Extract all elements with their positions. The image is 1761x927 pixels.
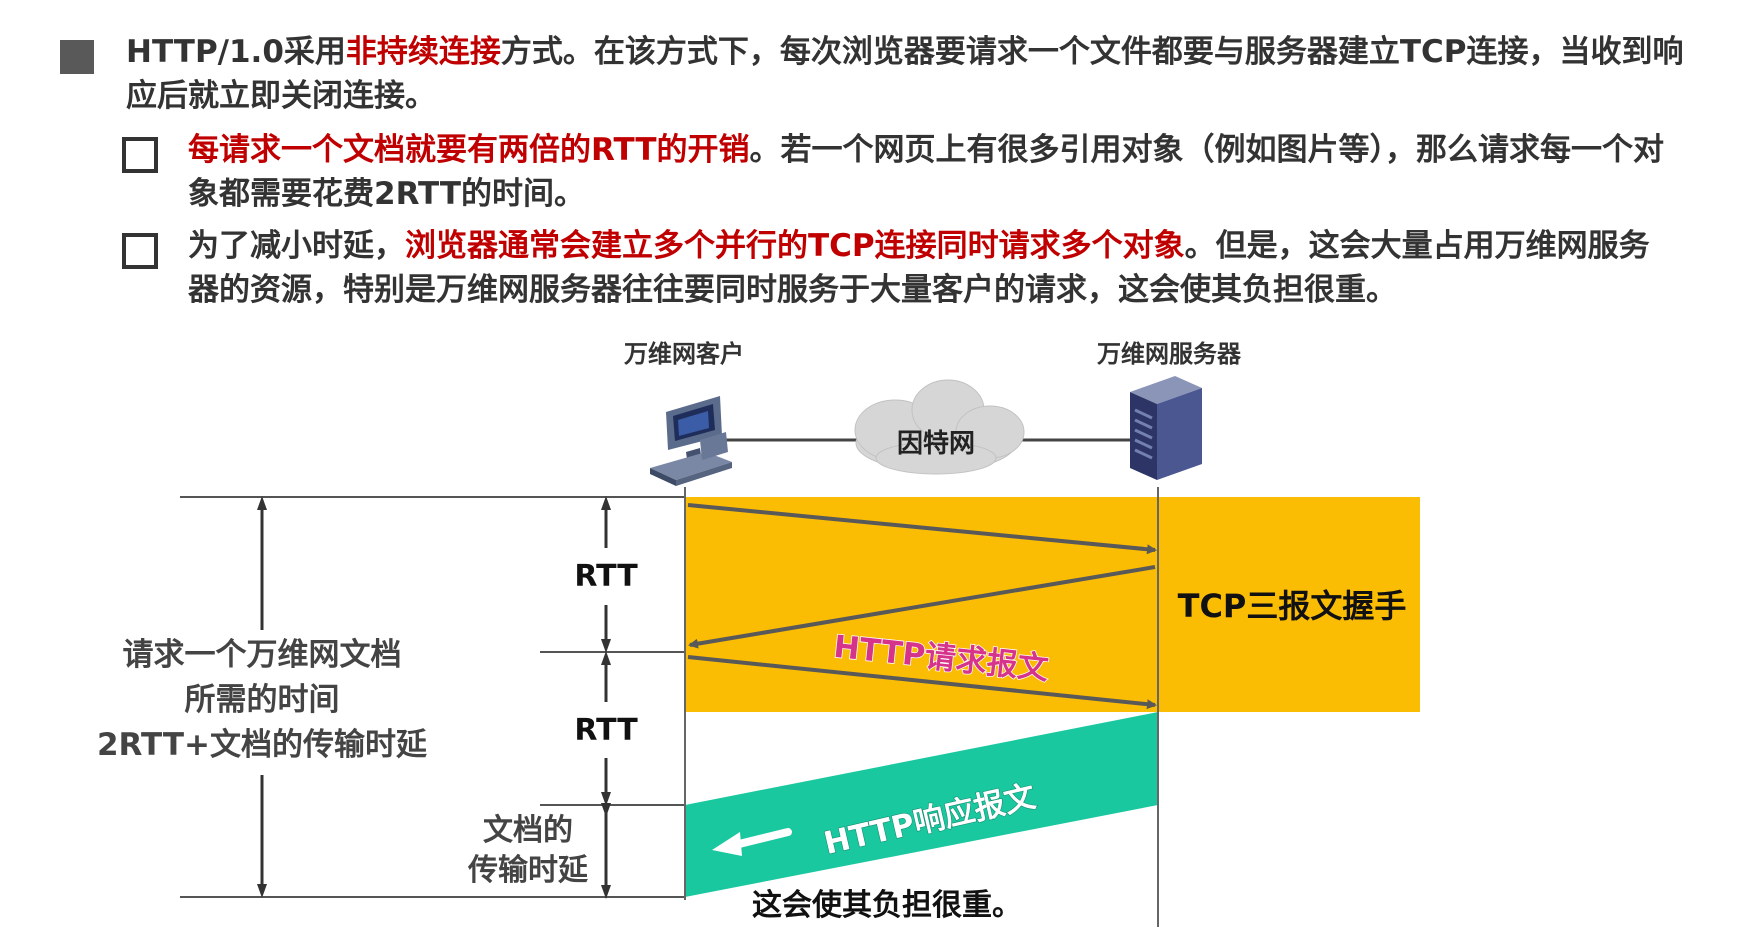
- synack-arrow: [688, 565, 1156, 649]
- video-subtitle: 这会使其负担很重。: [752, 888, 1022, 923]
- response-direction-arrow: [712, 828, 792, 856]
- handshake-region: [685, 497, 1420, 712]
- p1-pre: HTTP/1.0采用: [126, 34, 346, 70]
- request-arrow: [687, 655, 1157, 710]
- transfer-label-1: 文档的: [483, 813, 573, 848]
- bullet-1-text: 每请求一个文档就要有两倍的RTT的开销。若一个网页上有很多引用对象（例如图片等）…: [188, 128, 1678, 216]
- checkbox-bullet-1: [122, 137, 158, 173]
- transfer-label-2: 传输时延: [467, 853, 589, 888]
- server-icon: [1130, 376, 1202, 480]
- client-label: 万维网客户: [624, 340, 744, 368]
- b1-post: 。若一个网页上有很多引用对象（例如图片等），那么请求每一个对象都需要花费2RTT…: [188, 132, 1664, 212]
- bullet-square: [60, 40, 94, 74]
- p1-post: 方式。在该方式下，每次浏览器要请求一个文件都要与服务器建立TCP连接，当收到响应…: [126, 34, 1684, 114]
- total-label-3: 2RTT+文档的传输时延: [97, 727, 428, 763]
- cloud-label: 因特网: [897, 428, 975, 459]
- server-label: 万维网服务器: [1097, 340, 1242, 368]
- paragraph-1: HTTP/1.0采用非持续连接方式。在该方式下，每次浏览器要请求一个文件都要与服…: [126, 30, 1686, 118]
- response-band: [685, 712, 1158, 897]
- p1-red: 非持续连接: [345, 34, 501, 70]
- total-label-1: 请求一个万维网文档: [123, 637, 402, 673]
- total-label-2: 所需的时间: [185, 682, 340, 718]
- b1-red: 每请求一个文档就要有两倍的RTT的开销: [188, 132, 750, 168]
- b2-pre: 为了减小时延，: [188, 228, 405, 264]
- rtt1-label: RTT: [574, 559, 638, 594]
- bullet-2-text: 为了减小时延，浏览器通常会建立多个并行的TCP连接同时请求多个对象。但是，这会大…: [188, 224, 1678, 312]
- rtt2-label: RTT: [574, 713, 638, 748]
- handshake-label: TCP三报文握手: [1178, 587, 1407, 625]
- b2-red: 浏览器通常会建立多个并行的TCP连接同时请求多个对象: [405, 228, 1185, 264]
- b2-post: 。但是，这会大量占用万维网服务器的资源，特别是万维网服务器往往要同时服务于大量客…: [188, 228, 1650, 308]
- checkbox-bullet-2: [122, 233, 158, 269]
- syn-arrow: [687, 503, 1157, 555]
- computer-icon: [650, 396, 732, 486]
- cloud-icon: [854, 379, 1025, 475]
